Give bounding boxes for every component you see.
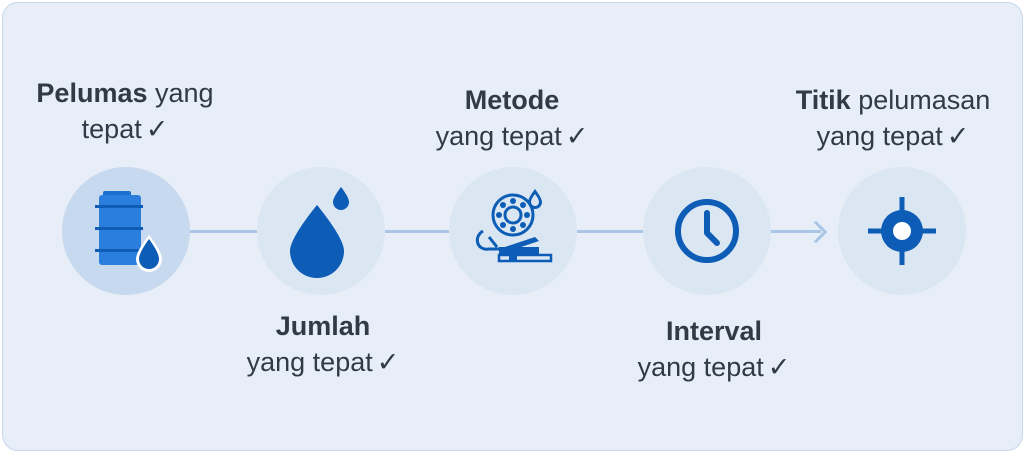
grease-gun-bearing-icon — [475, 189, 553, 263]
step-2-check-icon: ✓ — [376, 347, 400, 377]
step-4-subtitle: yang tepat — [637, 352, 764, 382]
step-2-circle — [257, 167, 385, 295]
step-2-title: Jumlah — [275, 311, 371, 341]
lubricant-drum-icon — [95, 191, 162, 272]
step-5-check-icon: ✓ — [946, 121, 970, 151]
step-1-title-rest: yang — [155, 78, 214, 108]
target-point-icon — [868, 197, 936, 265]
step-1-circle — [62, 167, 190, 295]
step-4-circle — [643, 167, 771, 295]
step-5-label: Titik pelumasan yang tepat✓ — [773, 82, 1013, 154]
connector-3-4 — [577, 230, 645, 233]
step-1-label: Pelumas yang tepat✓ — [25, 75, 225, 147]
connector-2-3 — [385, 230, 451, 233]
step-1-title: Pelumas — [36, 78, 148, 108]
step-4-check-icon: ✓ — [767, 352, 791, 382]
step-5-circle — [838, 167, 966, 295]
step-1-check-icon: ✓ — [145, 114, 169, 144]
droplets-icon — [290, 187, 349, 278]
step-1-subtitle: tepat — [81, 114, 142, 144]
step-5-title-rest: pelumasan — [858, 85, 991, 115]
step-4-label: Interval yang tepat✓ — [614, 313, 814, 385]
step-2-label: Jumlah yang tepat✓ — [223, 308, 423, 380]
step-5-subtitle: yang tepat — [816, 121, 943, 151]
step-2-subtitle: yang tepat — [246, 347, 373, 377]
step-3-check-icon: ✓ — [565, 121, 589, 151]
connector-1-2 — [189, 230, 259, 233]
step-3-subtitle: yang tepat — [435, 121, 562, 151]
step-3-label: Metode yang tepat✓ — [412, 82, 612, 154]
step-3-circle — [449, 167, 577, 295]
step-5-title: Titik — [795, 85, 851, 115]
clock-icon — [675, 199, 739, 263]
step-4-title: Interval — [665, 316, 763, 346]
connector-4-5 — [771, 230, 821, 233]
connector-arrowhead — [804, 220, 828, 244]
step-3-title: Metode — [464, 85, 560, 115]
